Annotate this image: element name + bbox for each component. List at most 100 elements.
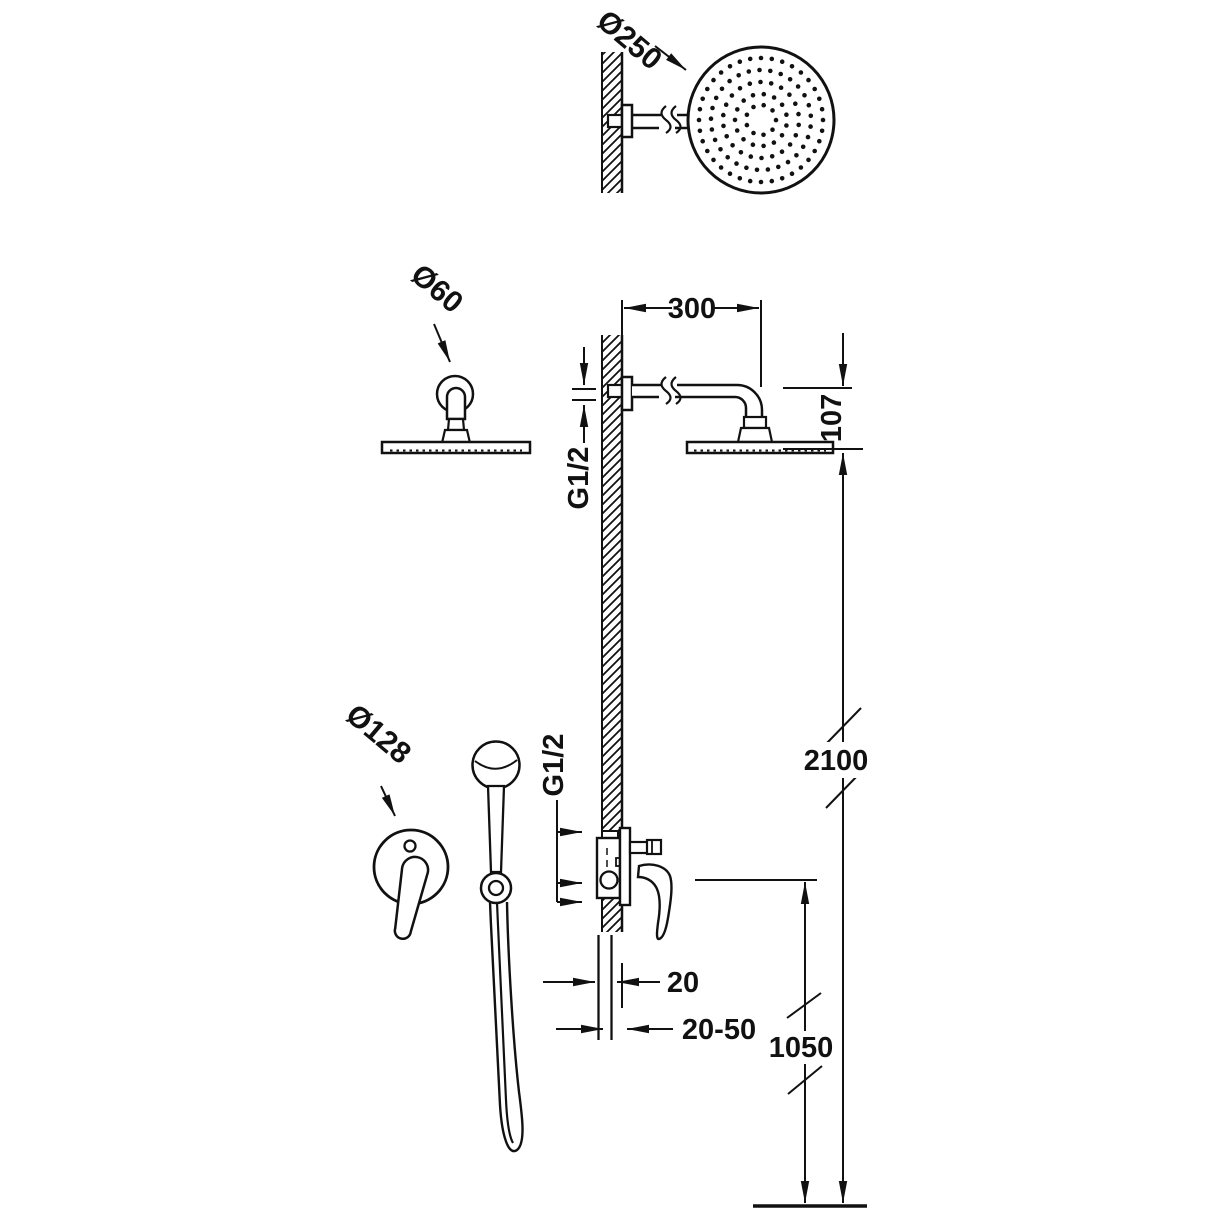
nozzle-dot: [747, 81, 753, 86]
nozzle-dot: [770, 108, 775, 113]
nozzle-dot: [759, 155, 764, 161]
pipe-break-icon: [670, 105, 682, 134]
break-mark-icon: [787, 1065, 823, 1095]
nozzle-dot: [819, 106, 825, 112]
nozzle-dot: [737, 59, 743, 64]
nozzle-dot: [754, 167, 760, 173]
nozzle-dot: [779, 176, 785, 181]
arm-flange-top: [620, 103, 634, 139]
nozzle-dot: [793, 133, 799, 138]
nozzle-dot: [708, 116, 714, 121]
valve-plate: [618, 826, 632, 907]
nozzle-dot: [795, 84, 801, 89]
nozzle-dot: [796, 111, 801, 117]
arm-wall-stub-side: [606, 383, 624, 399]
valve-outlet-pipe: [628, 840, 650, 855]
valve-lever: [636, 863, 673, 941]
nozzle-dot: [769, 178, 775, 184]
rain-head-top-view: Ø250: [591, 4, 836, 195]
nozzle-dot: [798, 70, 804, 75]
nozzle-dot: [712, 137, 718, 143]
nozzle-dot: [748, 154, 754, 159]
nozzle-dot: [785, 159, 791, 165]
nozzle-dot: [776, 164, 781, 170]
nozzle-dot: [750, 142, 756, 147]
head-mount-side: [736, 426, 774, 444]
nozzle-dot: [789, 64, 795, 69]
dimension-wall-thickness: 20: [543, 963, 699, 1008]
wall-section-main: [602, 335, 622, 932]
nozzle-dot: [806, 77, 811, 83]
nozzle-dot: [746, 69, 752, 74]
nozzle-dot: [737, 176, 743, 181]
dim-20-50: 20-50: [682, 1014, 756, 1046]
concealed-valve-side-view: [595, 826, 673, 1040]
nozzle-dot: [741, 98, 746, 103]
nozzle-dot: [761, 91, 767, 97]
shower-hose-strand: [495, 901, 514, 1144]
nozzle-dot: [747, 178, 753, 184]
nozzle-dot: [725, 155, 730, 160]
nozzle-dot: [713, 95, 719, 101]
nozzle-dot: [808, 113, 814, 119]
nozzle-dot: [737, 86, 743, 91]
arm-wall-stub-top: [606, 113, 624, 129]
shower-arm-front-view: Ø60: [380, 258, 532, 455]
nozzle-dot: [723, 102, 729, 107]
nozzle-dot: [778, 85, 784, 90]
nozzle-dot: [744, 165, 749, 171]
nozzle-dot: [705, 148, 710, 154]
nozzle-dot: [718, 70, 724, 75]
nozzle-dot: [787, 77, 793, 82]
nozzle-dot: [727, 171, 733, 176]
nozzle-dot: [784, 123, 789, 128]
nozzle-dot: [724, 134, 729, 139]
arm-pipe-top: [632, 105, 690, 134]
nozzle-dot: [817, 96, 822, 102]
nozzle-dot: [736, 73, 741, 78]
mixer-lever: [393, 855, 430, 940]
nozzle-dot: [787, 142, 793, 147]
nozzle-dot: [793, 101, 798, 106]
pipe-break-icon: [660, 376, 672, 405]
nozzle-dot: [751, 104, 756, 110]
arm-pipe-side: [632, 376, 764, 417]
dim-20: 20: [667, 967, 699, 999]
nozzle-dot: [729, 93, 735, 98]
nozzle-dot: [721, 123, 726, 129]
nozzle-dot: [806, 102, 812, 108]
pipe-break-icon: [660, 105, 672, 134]
nozzle-dot: [709, 127, 715, 132]
dimension-arm-length: 300: [621, 293, 762, 387]
nozzle-dot: [757, 67, 762, 73]
rain-head-side: [685, 440, 835, 455]
break-mark-icon: [786, 992, 822, 1019]
nozzle-dot: [735, 107, 740, 112]
nozzle-dot: [820, 117, 826, 123]
nozzle-dot: [700, 96, 705, 102]
nozzle-dot: [789, 171, 795, 176]
rain-head-front: [380, 440, 532, 455]
nozzle-dot: [812, 148, 817, 154]
label-mixer-diameter: Ø128: [340, 698, 417, 770]
nozzle-dot: [721, 112, 726, 118]
nozzle-dot: [719, 86, 725, 92]
nozzle-dot: [770, 127, 775, 132]
nozzle-dot: [758, 79, 763, 85]
shower-hose: [488, 901, 524, 1153]
nozzle-dot: [705, 86, 710, 92]
shower-bracket-hole: [487, 879, 505, 897]
nozzle-dot: [761, 143, 766, 149]
nozzle-dot: [765, 167, 771, 172]
nozzle-dot: [768, 81, 774, 86]
nozzle-dot: [732, 117, 738, 123]
leader-line: [433, 323, 451, 363]
nozzle-dot: [727, 64, 733, 69]
nozzle-dot: [779, 133, 785, 138]
side-elevation: [601, 335, 835, 932]
nozzle-dot: [773, 117, 779, 123]
nozzle-dot: [771, 140, 777, 145]
nozzle-dot: [778, 71, 783, 77]
